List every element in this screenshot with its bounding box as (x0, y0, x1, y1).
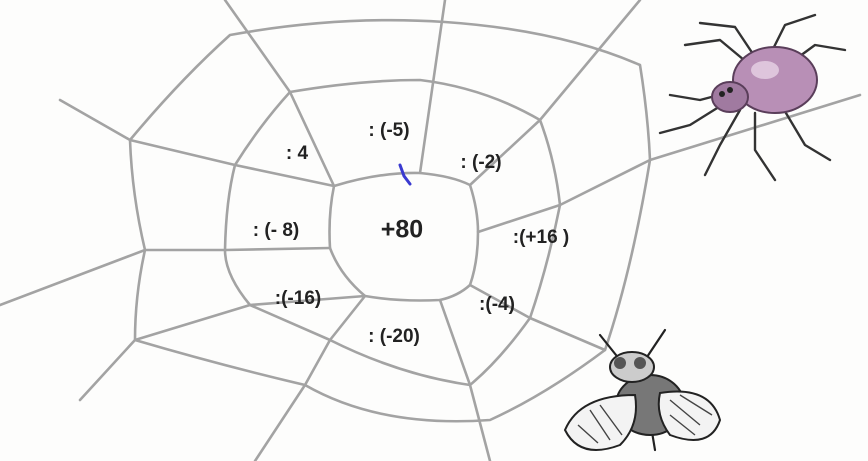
cell-label-left: : (- 8) (253, 220, 299, 242)
spider-illustration (660, 15, 845, 180)
center-value: +80 (381, 216, 423, 245)
web-spoke (420, 0, 445, 173)
cell-label-top: : (-5) (368, 120, 409, 142)
web-spoke (478, 95, 860, 232)
fly-illustration (565, 330, 720, 450)
cell-label-right: :(+16 ) (513, 227, 570, 249)
web-spoke (80, 296, 365, 400)
cell-label-top-left: : 4 (286, 143, 308, 165)
cell-label-bottom: : (-20) (368, 326, 420, 348)
web-spoke (255, 296, 365, 461)
cell-label-bottom-right: :(-4) (479, 294, 515, 316)
cell-label-bottom-left: :(-16) (275, 288, 321, 310)
cell-label-top-right: : (-2) (460, 152, 501, 174)
